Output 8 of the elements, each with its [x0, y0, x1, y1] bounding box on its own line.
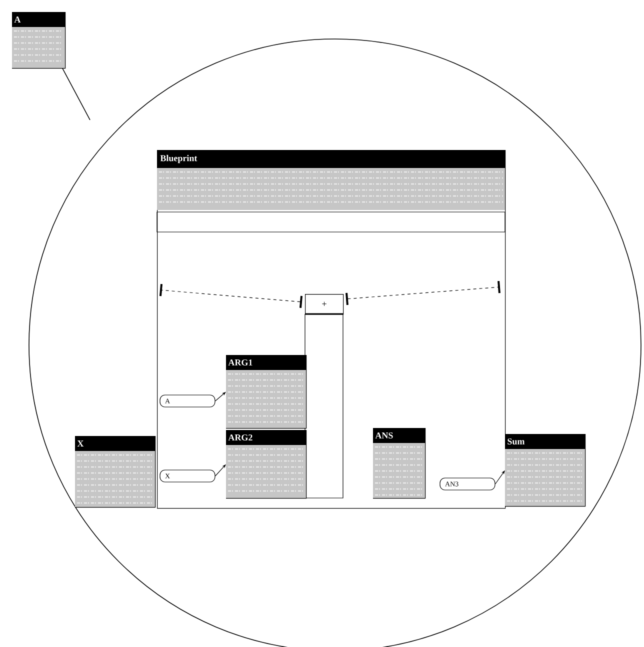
window-box: A	[12, 12, 66, 69]
connector	[346, 281, 500, 305]
window-box: Sum	[505, 434, 586, 507]
window-box: ANS	[373, 428, 426, 499]
window-box: ARG1	[226, 355, 307, 429]
window-box: X	[75, 436, 156, 508]
window-box: ARG2	[226, 430, 307, 499]
connector	[160, 284, 302, 308]
